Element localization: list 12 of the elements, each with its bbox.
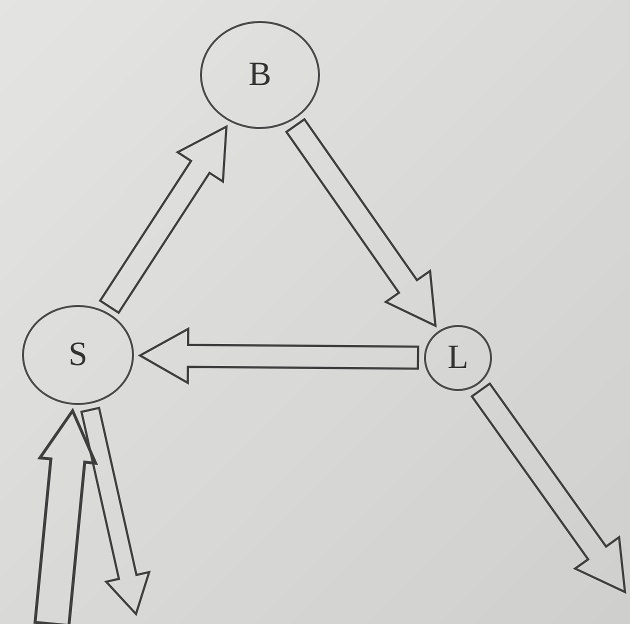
hollow-arrow bbox=[138, 327, 420, 385]
circle-node bbox=[200, 21, 320, 129]
hollow-arrow bbox=[470, 382, 626, 594]
circle-node bbox=[424, 325, 492, 391]
hollow-arrow bbox=[284, 118, 437, 328]
hollow-arrow bbox=[80, 406, 151, 616]
hollow-arrow bbox=[98, 124, 228, 314]
node-label: B bbox=[248, 56, 272, 94]
node-label: S bbox=[68, 336, 88, 374]
hollow-arrow bbox=[33, 408, 98, 624]
node-label: L bbox=[448, 339, 468, 377]
circle-node bbox=[22, 305, 134, 405]
